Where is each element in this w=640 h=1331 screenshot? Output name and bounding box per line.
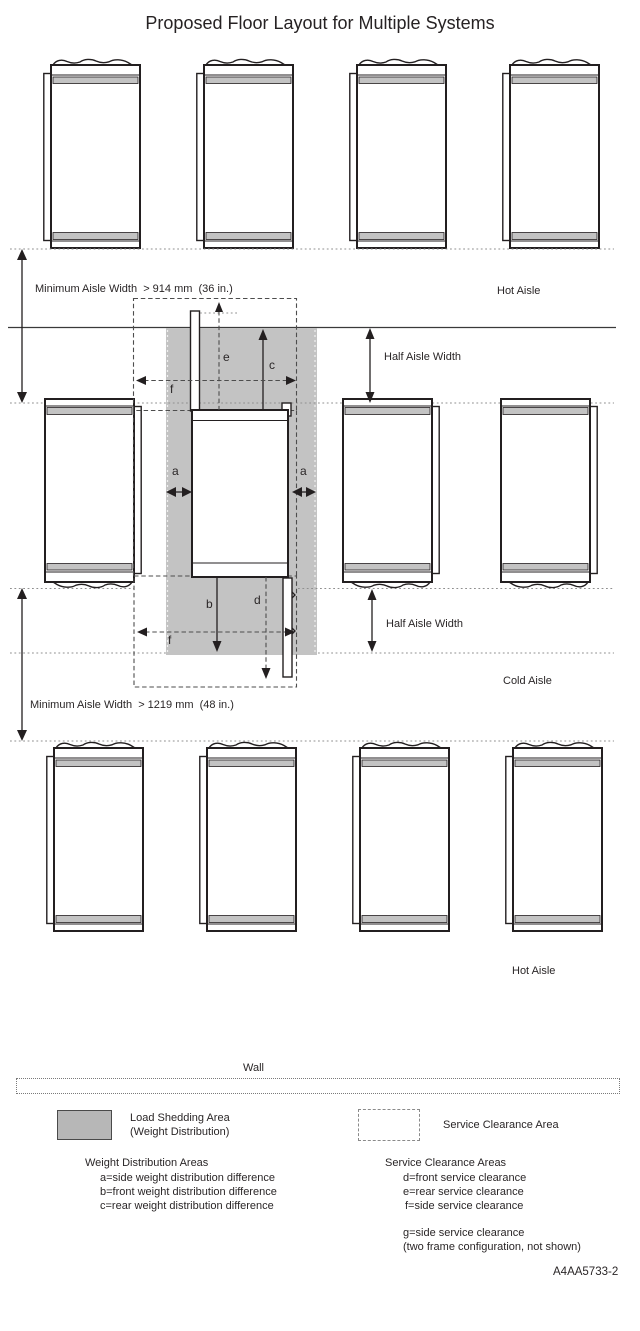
dim-arrow-f-front <box>137 627 295 637</box>
load-shedding-legend-line2: (Weight Distribution) <box>130 1126 230 1138</box>
service-areas-item-e: e=rear service clearance <box>403 1186 524 1198</box>
dim-label-d: d <box>254 593 261 607</box>
center-rack-body <box>191 409 289 578</box>
half-aisle-arrow-upper <box>365 328 375 403</box>
weight-areas-item-a: a=side weight distribution difference <box>100 1172 275 1184</box>
min-aisle-arrow-bottom <box>17 588 27 741</box>
dim-arrow-e <box>215 302 223 410</box>
rack-bottom-3 <box>351 741 450 932</box>
weight-areas-heading: Weight Distribution Areas <box>85 1157 209 1169</box>
rack-top-3 <box>348 58 447 249</box>
wall-outline <box>16 1078 620 1094</box>
dim-label-c: c <box>269 358 275 372</box>
dim-arrow-a-right <box>292 487 316 497</box>
service-clearance-legend-swatch <box>358 1109 420 1141</box>
rack-row-middle <box>44 398 599 589</box>
service-clearance-legend-label: Service Clearance Area <box>443 1119 559 1131</box>
weight-areas-item-c: c=rear weight distribution difference <box>100 1200 274 1212</box>
service-areas-item-f: f=side service clearance <box>405 1200 524 1212</box>
dim-label-e: e <box>223 350 230 364</box>
hot-aisle-bottom-label: Hot Aisle <box>512 965 556 977</box>
rack-bottom-4 <box>504 741 603 932</box>
page-title: Proposed Floor Layout for Multiple Syste… <box>145 13 495 33</box>
dim-arrow-b <box>212 577 222 652</box>
dim-label-f-rear: f <box>170 382 174 396</box>
dim-label-a-left: a <box>172 464 179 478</box>
service-areas-heading: Service Clearance Areas <box>385 1157 507 1169</box>
dim-label-b: b <box>206 597 213 611</box>
min-aisle-arrow-top <box>17 249 27 403</box>
dim-arrow-f-rear <box>136 376 296 385</box>
dim-arrow-c <box>258 329 268 410</box>
front-door-open <box>282 577 293 678</box>
rack-top-4 <box>501 58 600 249</box>
service-areas-note: (two frame configuration, not shown) <box>403 1241 581 1253</box>
figure-id: A4AA5733-2 <box>553 1266 619 1278</box>
dim-arrow-d <box>261 577 271 679</box>
rack-bottom-1 <box>45 741 144 932</box>
half-aisle-width-upper-label: Half Aisle Width <box>384 351 462 363</box>
rack-middle-right-1 <box>342 398 441 589</box>
service-areas-item-d: d=front service clearance <box>403 1172 527 1184</box>
half-aisle-width-lower-label: Half Aisle Width <box>386 618 464 630</box>
dim-label-f-front: f <box>168 633 172 647</box>
service-clearance-rect-rear <box>132 297 298 412</box>
wall-label: Wall <box>243 1062 264 1074</box>
half-aisle-arrow-lower <box>367 589 377 652</box>
rear-door-open <box>189 310 201 412</box>
min-aisle-width-top-label: Minimum Aisle Width > 914 mm (36 in.) <box>35 283 233 295</box>
rack-top-1 <box>42 58 141 249</box>
load-shedding-legend-swatch <box>57 1110 112 1140</box>
dim-arrow-a-left <box>166 487 192 497</box>
load-shedding-legend-line1: Load Shedding Area <box>130 1112 230 1124</box>
rack-top-2 <box>195 58 294 249</box>
rack-bottom-2 <box>198 741 297 932</box>
rack-row-top <box>42 58 600 249</box>
center-system-rack <box>189 310 296 678</box>
dim-label-a-right: a <box>300 464 307 478</box>
front-door-hinge-notches <box>291 591 296 635</box>
hot-aisle-top-label: Hot Aisle <box>497 285 541 297</box>
weight-areas-item-b: b=front weight distribution difference <box>100 1186 277 1198</box>
rack-middle-right-2 <box>500 398 599 589</box>
min-aisle-width-bottom-label: Minimum Aisle Width > 1219 mm (48 in.) <box>30 699 234 711</box>
rack-middle-left <box>44 398 143 589</box>
service-areas-item-g: g=side service clearance <box>403 1227 525 1239</box>
rack-row-bottom <box>45 741 603 932</box>
cold-aisle-label: Cold Aisle <box>503 675 552 687</box>
